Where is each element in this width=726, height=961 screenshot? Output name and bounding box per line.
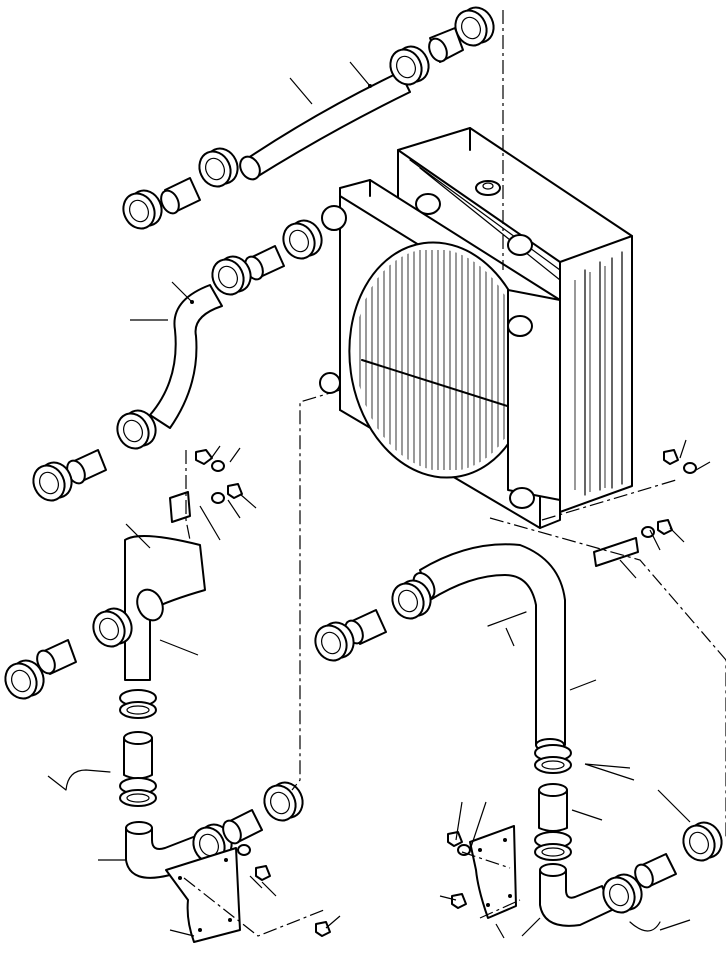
upper-hose-sleeve (160, 27, 464, 215)
left-return-hose (4, 523, 206, 700)
radiator-inlet (415, 193, 441, 215)
radiator-outlet-lower (509, 487, 535, 509)
left-bracket (165, 491, 241, 943)
radiator-grille (359, 250, 517, 470)
right-bend-hose (521, 789, 723, 937)
upper-hose (239, 61, 411, 181)
left-hose-sleeve (119, 689, 157, 807)
radiator-assembly (319, 127, 633, 529)
alignment-lines (183, 10, 726, 937)
upper-hose-clamp (122, 6, 495, 230)
leader-lines (199, 439, 711, 939)
right-bracket (469, 537, 639, 919)
right-return-hose (314, 543, 597, 752)
washer (211, 460, 697, 856)
upper-left-hose (32, 219, 323, 502)
clip (47, 769, 111, 791)
core-fins (574, 266, 606, 492)
bolt (195, 449, 679, 937)
right-hose-sleeve (534, 744, 635, 861)
radiator-outlet-upper (507, 315, 533, 337)
